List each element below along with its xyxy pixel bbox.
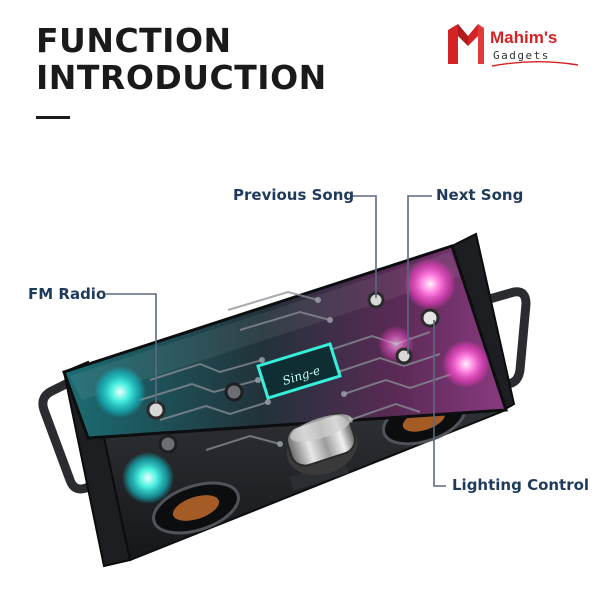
title-line-1: FUNCTION (36, 21, 232, 60)
center-display (256, 342, 342, 400)
left-handle (38, 373, 117, 494)
brand-mark-icon (448, 24, 484, 64)
brand-swoosh-icon (491, 61, 579, 67)
leader-previous-song (350, 195, 377, 298)
brand-name: Mahim's (490, 28, 558, 47)
callout-lighting-control: Lighting Control (452, 476, 590, 494)
volume-knob (286, 413, 358, 476)
cyan-lights (94, 366, 174, 504)
title-line-2: INTRODUCTION (36, 58, 327, 97)
brand-logo: Mahim's Gadgets (446, 20, 581, 70)
callout-previous-song: Previous Song (233, 186, 355, 204)
callout-lines (106, 195, 446, 487)
leader-fm-radio (106, 293, 157, 404)
brand-subtitle: Gadgets (493, 49, 550, 62)
control-buttons (146, 291, 440, 454)
leader-lighting-control (433, 320, 446, 487)
page-title: FUNCTION INTRODUCTION (36, 22, 327, 96)
right-handle (477, 287, 531, 391)
title-underline (36, 116, 78, 119)
callout-fm-radio: FM Radio (28, 285, 107, 303)
leader-next-song (407, 195, 432, 354)
callout-next-song: Next Song (436, 186, 524, 204)
